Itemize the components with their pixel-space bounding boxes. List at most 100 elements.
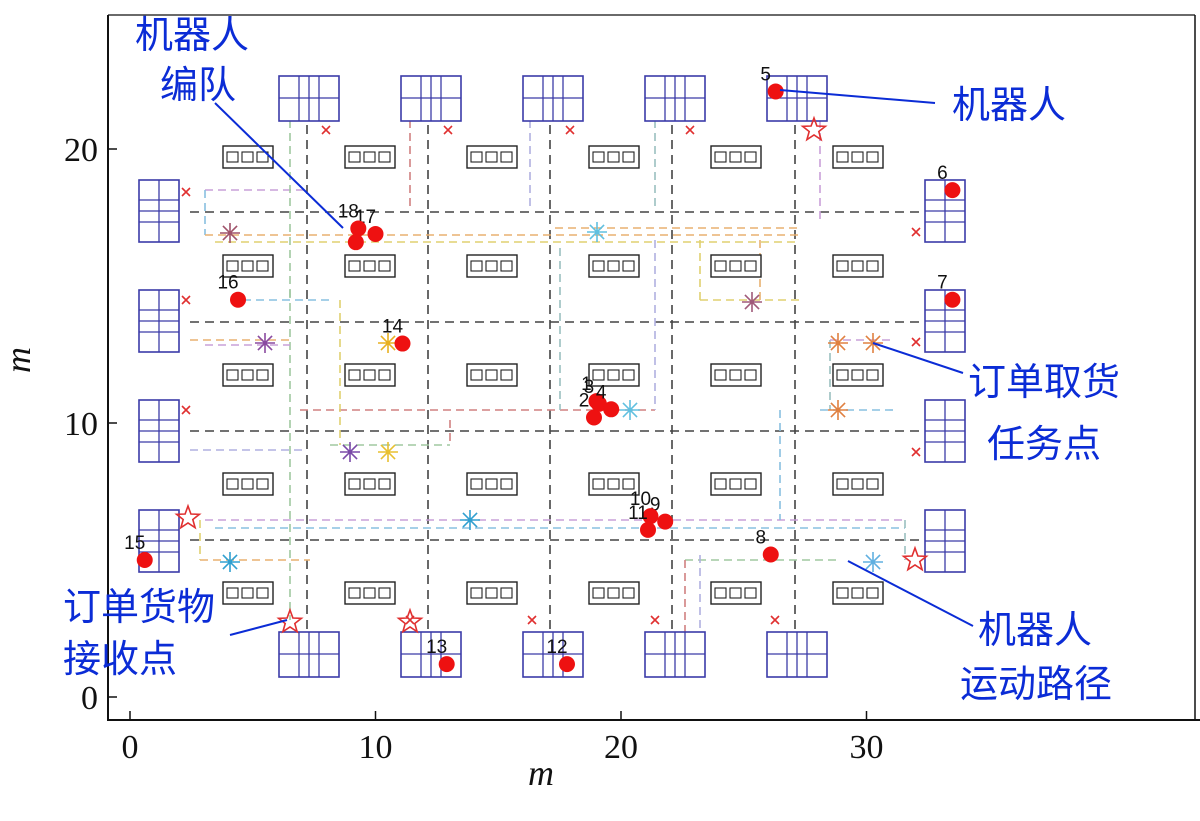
robot-19 [347, 234, 364, 251]
robot-15: 15 [124, 533, 153, 568]
shelf-bin [714, 478, 727, 490]
shelf-bin [729, 587, 742, 599]
star-marker [800, 115, 828, 142]
star-marker [174, 503, 202, 530]
shelf-bin [363, 369, 376, 381]
shelf-bin [866, 151, 879, 163]
robot-label: 2 [579, 391, 590, 412]
shelf-rack [222, 145, 274, 169]
shelf-rack [466, 472, 518, 496]
shelf-bin [607, 151, 620, 163]
shelf-rack [588, 254, 640, 278]
shelf-rack [466, 581, 518, 605]
shelf-rack [588, 363, 640, 387]
shelf-bin [363, 151, 376, 163]
shelf-bin [363, 260, 376, 272]
cross-marker [650, 615, 660, 625]
robot-dot [767, 83, 784, 100]
shelf-bin [226, 478, 239, 490]
pickup-pointer [872, 342, 964, 374]
shelf-rack [466, 145, 518, 169]
cross-marker [911, 337, 921, 347]
asterisk-marker [742, 292, 762, 312]
shelf-bin [226, 151, 239, 163]
shelf-bin [256, 260, 269, 272]
robot-6: 6 [937, 163, 961, 199]
shelf-bin [729, 369, 742, 381]
asterisk-marker [863, 552, 883, 572]
robot-18: 18 [338, 201, 367, 237]
shelf-bin [592, 151, 605, 163]
shelf-bin [836, 260, 849, 272]
asterisk-marker [340, 442, 360, 462]
shelf-rack [344, 472, 396, 496]
station-box [644, 75, 706, 122]
shelf-rack [466, 363, 518, 387]
station-box [138, 399, 180, 463]
annotation-text: 运动路径 [960, 662, 1112, 706]
shelf-rack [710, 363, 762, 387]
shelf-bin [241, 478, 254, 490]
annotation-text: 机器人 [135, 13, 249, 57]
shelf-bin [226, 260, 239, 272]
shelf-bin [866, 587, 879, 599]
shelf-bin [378, 369, 391, 381]
star-marker [276, 607, 304, 634]
robot-label: 5 [760, 64, 771, 85]
robot-dot [642, 508, 659, 525]
asterisk-marker [220, 552, 240, 572]
shelf-bin [851, 587, 864, 599]
shelf-bin [851, 260, 864, 272]
annotation-text: 任务点 [987, 422, 1101, 466]
axes-frame [107, 14, 1200, 721]
robot-label: 10 [630, 489, 651, 510]
robot-dot [640, 521, 657, 538]
robot-dot [944, 291, 961, 308]
robot-dot [230, 291, 247, 308]
station-group [138, 75, 966, 678]
shelf-bin [226, 369, 239, 381]
robot-14: 14 [382, 317, 411, 352]
robot-dot [944, 182, 961, 199]
asterisk-marker [378, 442, 398, 462]
station-box [924, 509, 966, 573]
robot-dot [585, 409, 602, 426]
shelf-bin [729, 151, 742, 163]
shelf-rack [710, 581, 762, 605]
shelf-bin [348, 478, 361, 490]
robot-13: 13 [426, 637, 455, 673]
shelf-bin [592, 478, 605, 490]
shelf-bin [485, 587, 498, 599]
robot-5: 5 [760, 64, 784, 100]
shelf-bin [866, 260, 879, 272]
shelf-bin [256, 478, 269, 490]
shelf-bin [836, 369, 849, 381]
shelf-bin [256, 369, 269, 381]
robot-label: 16 [217, 273, 238, 294]
robot-8: 8 [755, 528, 779, 563]
shelf-bin [836, 478, 849, 490]
x-tick-label: 0 [122, 729, 139, 766]
annotation-robot: 机器人 [952, 83, 1066, 127]
shelf-rack [710, 254, 762, 278]
shelf-rack [588, 581, 640, 605]
shelf-bin [348, 151, 361, 163]
star-marker [901, 545, 929, 572]
asterisk-marker [620, 400, 640, 420]
shelf-bin [714, 260, 727, 272]
shelf-bin [348, 587, 361, 599]
shelf-bin [836, 587, 849, 599]
station-box [138, 179, 180, 243]
shelf-bin [485, 478, 498, 490]
robot-label: 6 [937, 163, 948, 184]
station-box [400, 75, 462, 122]
cross-marker [911, 227, 921, 237]
shelf-rack [222, 472, 274, 496]
path-pointer [847, 560, 974, 627]
robot-4: 4 [596, 382, 620, 418]
shelf-bin [622, 260, 635, 272]
shelf-bin [378, 260, 391, 272]
shelf-bin [622, 587, 635, 599]
shelf-rack [222, 581, 274, 605]
